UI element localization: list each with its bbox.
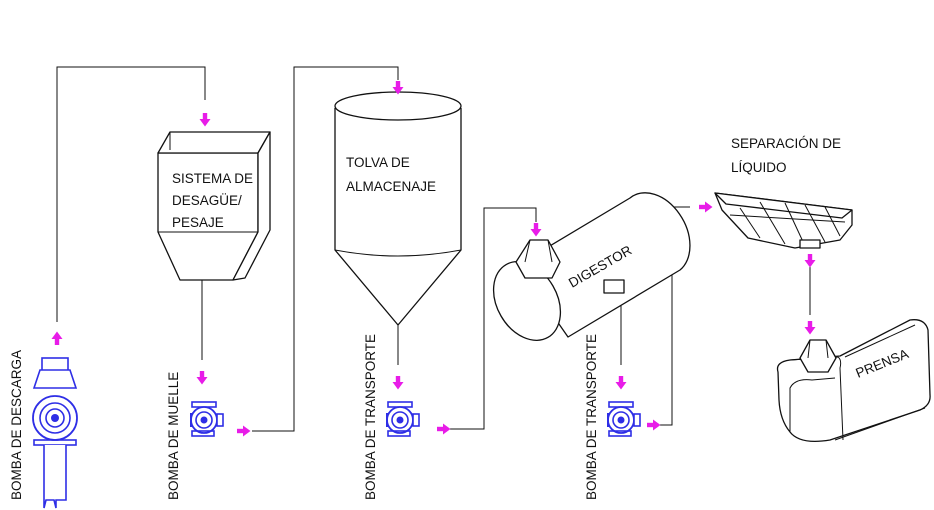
downward-flow-arrow [615, 376, 627, 390]
pipe-muelle-to-tolva [252, 66, 399, 432]
downward-flow-arrow [199, 113, 211, 127]
label-sistema-line3: PESAJE [172, 215, 224, 230]
bomba-transporte-2-pump-icon [607, 401, 641, 437]
pipe-transporte2-to-separacion [660, 206, 690, 426]
downward-flow-arrow [804, 254, 816, 268]
label-sistema-line2: DESAGÜE/ [172, 193, 242, 208]
separacion-liquido [714, 192, 853, 249]
downward-flow-arrow [530, 223, 542, 237]
prensa [776, 319, 931, 443]
bomba-muelle-pump-icon [190, 401, 224, 437]
label-bomba-muelle: BOMBA DE MUELLE [166, 372, 181, 500]
pipe-descarga-to-sistema [56, 66, 206, 322]
tolva-almacenaje [334, 91, 462, 330]
rightward-flow-arrow [237, 425, 251, 437]
label-bomba-transporte-2: BOMBA DE TRANSPORTE [584, 334, 599, 500]
downward-flow-arrow [196, 371, 208, 385]
downward-flow-arrow [804, 321, 816, 335]
label-sistema-line1: SISTEMA DE [172, 171, 253, 186]
rightward-flow-arrow [699, 201, 713, 213]
label-bomba-descarga: BOMBA DE DESCARGA [9, 350, 24, 500]
pipe-transporte1-to-digestor [450, 207, 537, 430]
bomba-transporte-1-pump-icon [386, 401, 420, 437]
bomba-descarga-pump-icon [32, 357, 78, 509]
upward-flow-arrow [51, 331, 63, 345]
rightward-flow-arrow [647, 419, 661, 431]
label-bomba-transporte-1: BOMBA DE TRANSPORTE [363, 334, 378, 500]
sistema-desague-pesaje [157, 131, 271, 281]
label-tolva-line1: TOLVA DE [346, 155, 410, 170]
label-separacion-line1: SEPARACIÓN DE [731, 136, 841, 151]
rightward-flow-arrow [437, 423, 451, 435]
label-separacion-line2: LÍQUIDO [731, 160, 787, 175]
label-tolva-line2: ALMACENAJE [346, 179, 436, 194]
digestor [492, 192, 691, 341]
downward-flow-arrow [392, 376, 404, 390]
